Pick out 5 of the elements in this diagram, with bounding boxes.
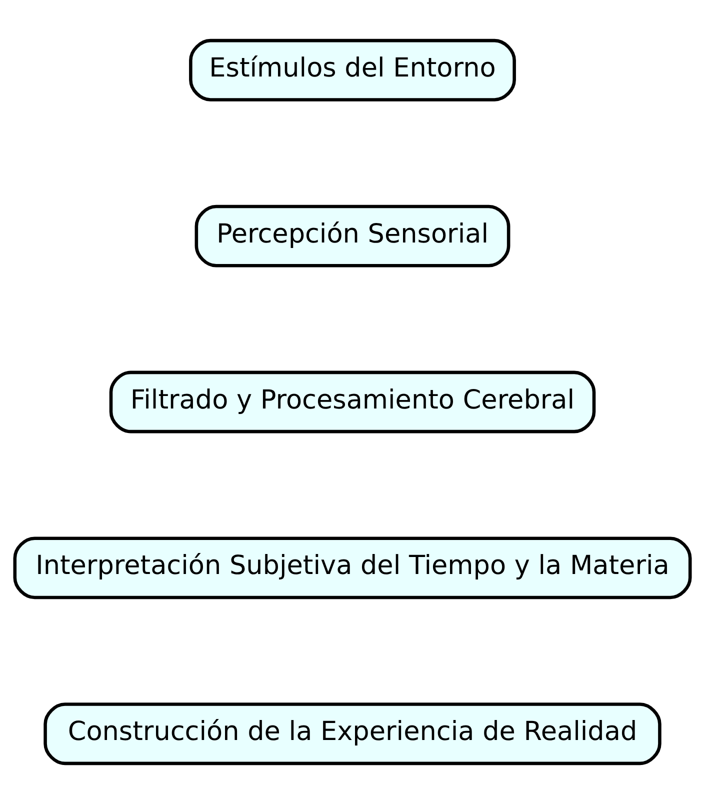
node-box: Interpretación Subjetiva del Tiempo y la Materia [13,536,692,599]
node-box: Construcción de la Experiencia de Realidad [44,702,662,765]
node-box: Percepción Sensorial [194,204,510,267]
node-box: Estímulos del Entorno [189,38,516,101]
node-box: Filtrado y Procesamiento Cerebral [109,370,596,433]
